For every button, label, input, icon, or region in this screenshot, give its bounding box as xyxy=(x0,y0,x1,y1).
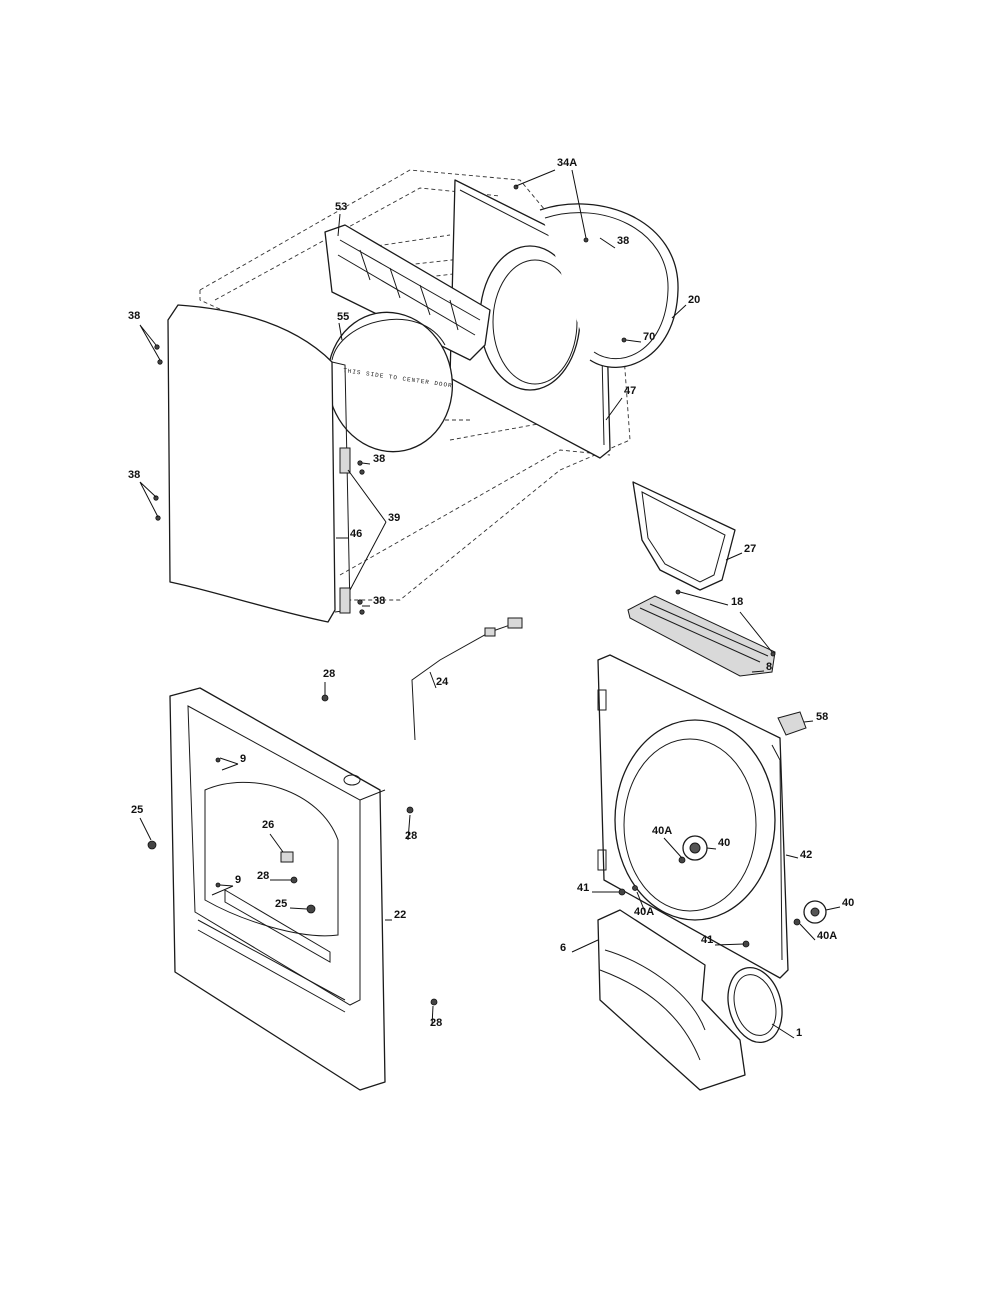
side-panel xyxy=(167,304,351,623)
door-seal-gasket xyxy=(539,203,679,368)
callout-c42: 42 xyxy=(800,849,812,861)
front-panel xyxy=(169,687,386,1091)
callout-c28-right: 28 xyxy=(405,830,417,842)
callout-c18: 18 xyxy=(731,596,743,608)
rear-bulkhead xyxy=(597,654,789,979)
callout-c9-bottom: 9 xyxy=(235,874,241,886)
callout-c20: 20 xyxy=(688,294,700,306)
callout-c47: 47 xyxy=(624,385,636,397)
callout-c58: 58 xyxy=(816,711,828,723)
callout-c38-left-top: 38 xyxy=(128,310,140,322)
callout-c6: 6 xyxy=(560,942,566,954)
callout-c70: 70 xyxy=(643,331,655,343)
callout-c24: 24 xyxy=(436,676,449,688)
callout-c28-bottom: 28 xyxy=(430,1017,442,1029)
callout-c25-left: 25 xyxy=(131,804,143,816)
callout-c22: 22 xyxy=(394,909,406,921)
wire-harness xyxy=(411,617,523,741)
callout-c40a-mid: 40A xyxy=(652,825,672,837)
callout-c8: 8 xyxy=(766,661,772,673)
blower-duct xyxy=(597,909,746,1091)
callout-c41-bottom: 41 xyxy=(701,934,713,946)
callout-c38-low: 38 xyxy=(373,595,385,607)
drum-rollers xyxy=(682,835,827,924)
cover-plate xyxy=(777,711,807,736)
callout-c40-right: 40 xyxy=(842,897,854,909)
callout-c40a-right: 40A xyxy=(817,930,837,942)
lint-screen xyxy=(632,481,736,591)
callout-c26: 26 xyxy=(262,819,274,831)
callout-c9-top: 9 xyxy=(240,753,246,765)
callout-c27: 27 xyxy=(744,543,756,555)
lint-filter-housing xyxy=(627,595,776,677)
hinge-brackets xyxy=(339,447,351,614)
callout-c40-mid: 40 xyxy=(718,837,730,849)
callout-c38-left-bottom: 38 xyxy=(128,469,140,481)
callout-c53: 53 xyxy=(335,201,347,213)
upper-control-bracket xyxy=(324,224,491,361)
fasteners xyxy=(147,184,801,1006)
callout-c28-mid: 28 xyxy=(257,870,269,882)
callout-c1: 1 xyxy=(796,1027,802,1039)
leader-lines xyxy=(139,169,841,1039)
callout-c34a: 34A xyxy=(557,157,577,169)
callout-c40a-low: 40A xyxy=(634,906,654,918)
callout-c41-top: 41 xyxy=(577,882,589,894)
callout-c55: 55 xyxy=(337,311,349,323)
callout-c38-mid: 38 xyxy=(373,453,385,465)
callout-c39: 39 xyxy=(388,512,400,524)
callout-c25-mid: 25 xyxy=(275,898,287,910)
callout-c38-top: 38 xyxy=(617,235,629,247)
blower-seal-ring xyxy=(727,967,783,1043)
callout-c46: 46 xyxy=(350,528,362,540)
callout-c28-top: 28 xyxy=(323,668,335,680)
